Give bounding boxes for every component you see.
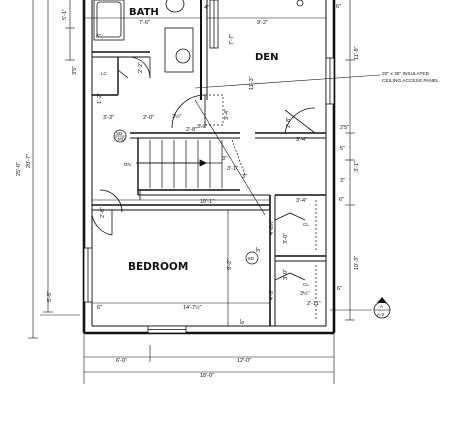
dim-stair-3b: 3" <box>242 174 247 180</box>
dimension-lines <box>28 0 381 384</box>
dim-left-25-0: 25'-0" <box>16 162 22 176</box>
smoke-detector-lower: SD <box>245 251 259 265</box>
dim-den-11-9: 11'-9" <box>354 46 360 60</box>
dim-top-6: 6" <box>336 4 341 10</box>
dim-closet-3: 3" <box>256 247 262 252</box>
section-marker-letter: A <box>380 304 384 309</box>
dim-hall-2-8: 2'-8" <box>186 127 197 133</box>
dim-den-2-5: 2'5" <box>340 125 349 131</box>
dim-bath-width: 7'-6" <box>139 20 150 26</box>
dim-closet-3-0: 3'-0" <box>283 233 289 244</box>
dim-den-2-8: 2'-8" <box>286 117 292 128</box>
dim-bath-6: 6" <box>96 34 101 40</box>
dim-stair-5: 5" <box>340 146 345 152</box>
dim-hall-2-0: 2'-0" <box>143 115 154 121</box>
dim-left-5-1: 5'-1" <box>62 9 68 20</box>
dim-closet-6b: 6" <box>337 286 342 292</box>
dim-bed-6b: 6" <box>240 319 246 324</box>
dim-top-4: 4" <box>204 5 209 11</box>
dim-hall-3-5: 3½" <box>172 113 182 120</box>
smoke-detector-lower-label: SD <box>248 256 255 261</box>
access-panel-note-line1: 20" x 30" INSULATED <box>382 71 430 77</box>
bath-fixtures <box>93 0 304 73</box>
dim-bath-3-5: 3'5" <box>72 66 78 75</box>
dim-bath-2-2: 2'-2" <box>138 62 144 73</box>
dim-closet-3-0b: 3'-0" <box>283 269 289 280</box>
dim-hall-3-4: 3'-4" <box>224 109 230 120</box>
dim-bottom-12-0: 12'-0" <box>237 358 251 364</box>
dim-closet-3-5: 3½" <box>300 290 310 297</box>
dim-closet-6: 6" <box>339 197 344 203</box>
dim-closet-4-9: 4'-9" <box>269 289 275 300</box>
dim-closet-3-4: 3'-4" <box>296 198 307 204</box>
dim-bottom-6-0: 6'-0" <box>116 358 127 364</box>
dim-hall-10-1: 10'-1" <box>200 199 214 205</box>
windows <box>83 57 335 334</box>
access-panel-note-line2: CEILING ACCESS PANEL <box>382 78 439 84</box>
dim-den-width: 9'-2" <box>257 20 268 26</box>
dim-closet-2-11: 2'-11" <box>307 301 321 307</box>
dim-left-2-6: 2'-6" <box>100 207 106 218</box>
dim-bottom-18-0: 18'-0" <box>200 373 214 379</box>
dim-bed-10-3: 10'-3" <box>354 256 360 270</box>
dim-stair-3-4: 3'-4" <box>296 137 307 143</box>
room-label-closet-upper: CL <box>303 222 309 227</box>
smoke-detector-upper-cmd: CMD <box>115 137 126 142</box>
room-label-lc: LC <box>101 71 108 76</box>
dim-closet-4-8: 4'-8½" <box>268 219 275 235</box>
dim-stair-3-1: 3'-1" <box>227 166 238 172</box>
dim-left-20-7: 20'-7" <box>26 154 32 168</box>
dim-stair-3: 3" <box>222 156 227 162</box>
dim-den-11-3: 11'-3" <box>249 76 255 90</box>
doors <box>91 56 316 281</box>
dim-den-7-7: 7'-7" <box>229 34 235 45</box>
room-label-den: DEN <box>255 52 279 63</box>
stair-arrow <box>136 159 207 167</box>
walls <box>82 0 336 335</box>
dim-lc-1-2: 1'-2" <box>97 93 103 104</box>
dim-bed-9-2: 9'-2" <box>227 259 233 270</box>
dim-hall-3-5b: 3½" <box>197 123 207 130</box>
smoke-detector-upper: SD CMD <box>113 129 127 143</box>
stair-direction-label: DN <box>124 162 131 167</box>
closet-rods <box>204 94 317 320</box>
section-marker: A A-2 <box>330 297 391 319</box>
stair-treads <box>138 139 246 188</box>
dim-stair-3c: 3" <box>340 178 345 184</box>
room-label-closet-lower: CL <box>303 282 309 287</box>
dim-lc-3-3: 3'-3" <box>103 115 114 121</box>
dimension-texts: 7'-6" 4" 9'-2" 6" 5'-1" 6" 2'-2" 3'5" 7'… <box>16 4 360 379</box>
dim-bed-6: 6" <box>97 305 102 311</box>
dim-bed-14-7: 14'-7½" <box>183 304 202 311</box>
room-label-bedroom: BEDROOM <box>128 261 188 273</box>
dim-stair-3-1b: 3'-1" <box>354 161 360 172</box>
room-label-bath: BATH <box>129 7 159 18</box>
smoke-detector-upper-label: SD <box>116 131 123 136</box>
section-marker-sheet: A-2 <box>377 312 385 317</box>
dim-left-5-5: 5'-5" <box>47 291 53 302</box>
